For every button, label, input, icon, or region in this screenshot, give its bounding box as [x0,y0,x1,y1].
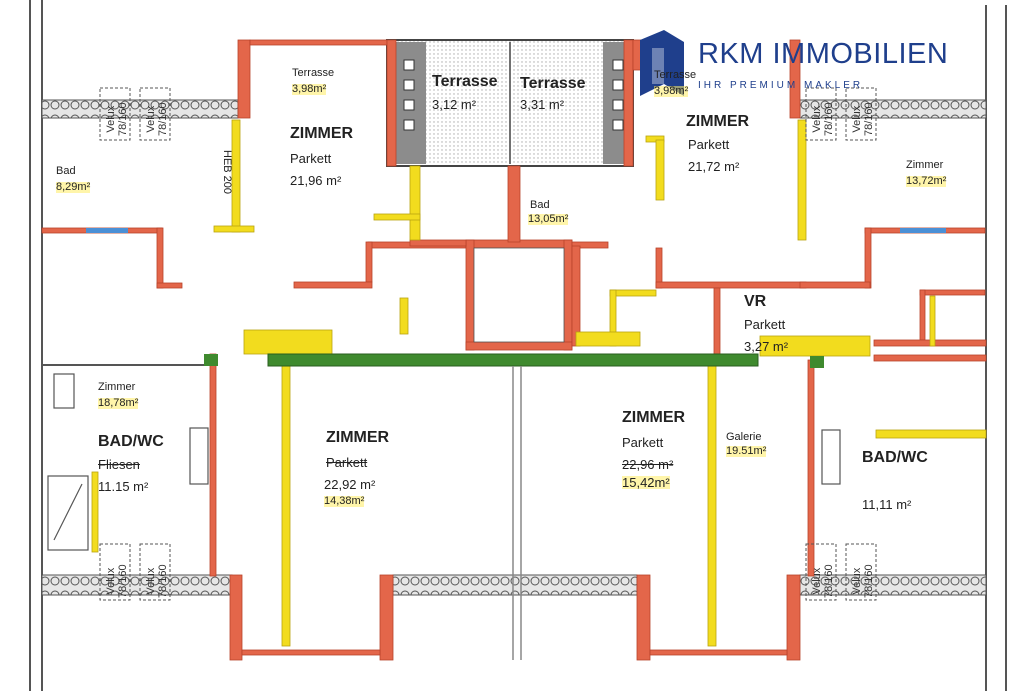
zimmer-tr-floor: Parkett [688,137,730,152]
terrace-c2-name: Terrasse [520,75,586,92]
zimmer-tr-area: 21,72 m² [688,159,740,174]
terrace-c1-name: Terrasse [432,73,498,90]
badwc-left-floor: Fliesen [98,457,140,472]
velux-model: Velux [851,567,863,595]
velux-model: Velux [145,567,157,595]
terrace-right-name: Terrasse [654,69,697,81]
center-terraces [386,39,634,167]
zimmer-tl-name: ZIMMER [290,125,354,142]
velux-model: Velux [851,105,863,133]
zimmer-left-name: Zimmer [98,381,136,393]
vr-name: VR [744,293,767,310]
zimmer-tr-name: ZIMMER [686,113,750,130]
badwc-right-area: 11,11 m² [862,497,912,512]
velux-model: Velux [811,567,823,595]
velux-size: 78/160 [822,102,835,136]
zimmer-bc2-floor: Parkett [622,435,664,450]
zimmer-bc-area: 22,92 m² [324,477,376,492]
bad-center-name: Bad [530,199,550,211]
center-post [512,366,522,660]
brand: RKM IMMOBILIEN IHR PREMIUM MAKLER [634,28,1014,98]
badwc-left-area: 11.15 m² [98,479,149,494]
insulation-strips [41,99,987,596]
velux-model: Velux [145,105,157,133]
velux-size: 78/160 [822,564,835,598]
windows [86,228,946,233]
galerie-area: 19.51m² [726,445,767,457]
terrace-c1-area: 3,12 m² [432,97,477,112]
zimmer-bc-area2: 14,38m² [324,495,365,507]
velux-size: 78/160 [116,564,129,598]
beam-note: HEB 200 [221,150,233,195]
stair-opening [473,247,565,343]
zimmer-tl-area: 21,96 m² [290,173,342,188]
badwc-left-name: BAD/WC [98,433,164,450]
velux-model: Velux [811,105,823,133]
sanitary-fixtures [47,373,841,551]
bad-left-area: 8,29m² [56,181,91,193]
velux-windows [99,87,877,601]
zimmer-bc-floor: Parkett [326,455,368,470]
zimmer-bc2-name: ZIMMER [622,409,686,426]
vr-area: 3,27 m² [744,339,789,354]
zimmer-left-area: 18,78m² [98,397,139,409]
badwc-right-name: BAD/WC [862,449,928,466]
zimmer-tl-floor: Parkett [290,151,332,166]
brand-name: RKM IMMOBILIEN [698,38,949,70]
column-left [204,354,218,366]
vr-floor: Parkett [744,317,786,332]
zimmer-right-area: 13,72m² [906,175,947,187]
velux-model: Velux [105,105,117,133]
galerie-name: Galerie [726,431,762,443]
bad-center-area: 13,05m² [528,213,569,225]
terrace-c2-area: 3,31 m² [520,97,565,112]
bad-left-name: Bad [56,165,76,177]
terrace-left-name: Terrasse [292,67,335,79]
zimmer-bc2-area: 22,96 m² [622,457,674,472]
velux-model: Velux [105,567,117,595]
velux-size: 78/160 [862,102,875,136]
velux-size: 78/160 [116,102,129,136]
zimmer-right-name: Zimmer [906,159,944,171]
terrace-left-area: 3,98m² [292,83,327,95]
brand-tagline: IHR PREMIUM MAKLER [698,80,864,91]
steel-beam [267,353,759,367]
terrace-right-area: 3,98m² [654,85,689,97]
velux-size: 78/160 [156,564,169,598]
velux-size: 78/160 [862,564,875,598]
brand-logo-icon [640,30,684,96]
velux-size: 78/160 [156,102,169,136]
column-right [810,356,824,368]
zimmer-bc2-area2: 15,42m² [622,475,670,490]
zimmer-bc-name: ZIMMER [326,429,390,446]
